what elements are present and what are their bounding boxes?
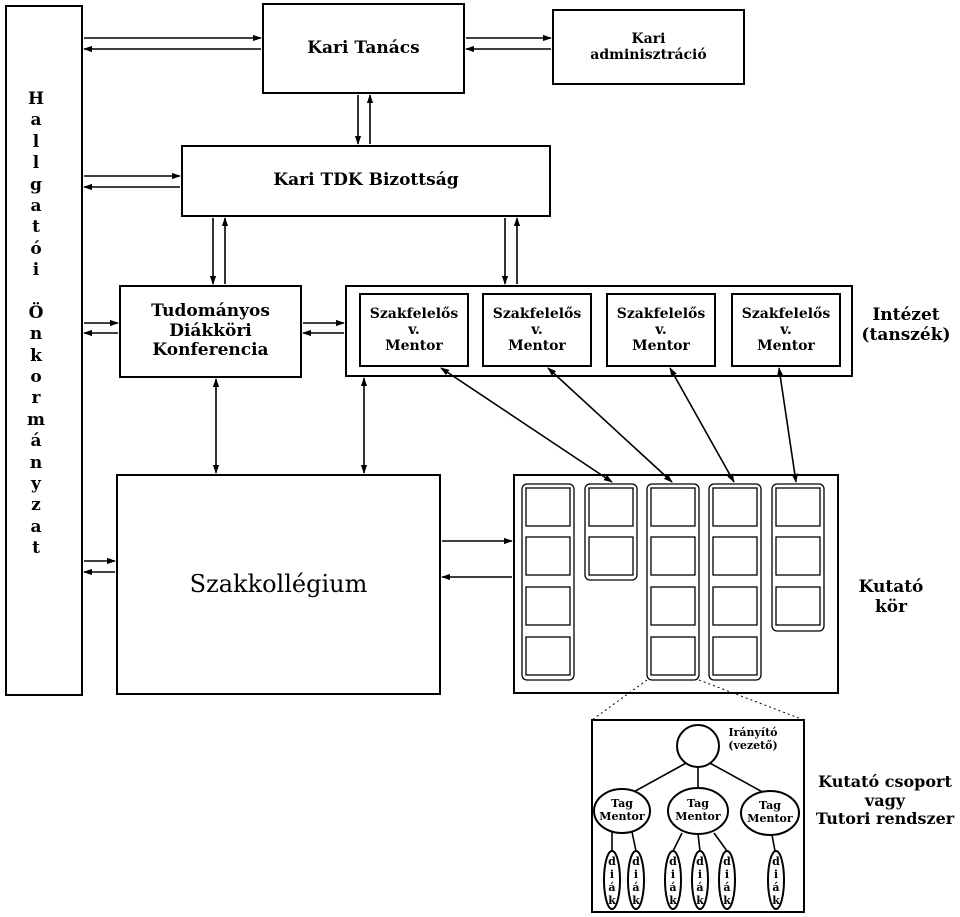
research-cell [650,636,696,676]
self-government-letter: i [32,260,40,281]
research-cell [525,636,571,676]
self-government-letter [26,282,46,303]
mentor-box-4 [731,293,841,367]
administration-box [552,9,745,85]
mentor-label-2: Szakfelelős v. Mentor [492,305,582,355]
research-cell [712,487,758,527]
student-node [664,850,682,910]
mentor-label-4: Szakfelelős v. Mentor [741,305,831,355]
research-cell [775,536,821,576]
self-government-letter: y [31,474,41,495]
self-government-letter: z [31,495,41,516]
self-government-box [5,5,83,696]
research-cell [525,536,571,576]
self-government-letter: k [30,345,42,366]
tag-mentor-label-2: Tag Mentor [675,797,721,823]
tdk-committee-label: Kari TDK Bizottság [273,170,459,191]
mentor-box-1 [359,293,469,367]
research-cell [775,586,821,626]
director-label: Irányító (vezető) [728,726,778,752]
self-government-letter: á [30,431,42,452]
research-cell [650,487,696,527]
zoom-line-right [698,679,805,721]
administration-label: Kari adminisztráció [590,30,707,63]
mentor-label-1: Szakfelelős v. Mentor [369,305,459,355]
research-group-label: Kutató csoport vagy Tutori rendszer [815,772,955,829]
director-node [676,724,720,768]
research-cell [525,586,571,626]
research-cell [650,536,696,576]
council-label: Kari Tanács [307,37,420,58]
research-column [521,483,575,681]
self-government-letter: ó [30,238,42,259]
mentor-box-3 [606,293,716,367]
student-node [691,850,709,910]
research-cell [588,487,634,527]
self-government-letter: l [32,131,40,152]
student-node [767,850,785,910]
tutor-tree [593,724,800,910]
conference-box [119,285,302,378]
self-government-letter: H [27,89,45,109]
tdk-committee-box [181,145,551,217]
research-cell [712,586,758,626]
self-government-letter: o [30,367,42,388]
zoom-line-left [591,679,648,721]
tag-mentor-node [593,788,651,834]
student-node [603,850,621,910]
mentor-box-2 [482,293,592,367]
research-cell [588,536,634,576]
conference-label: Tudományos Diákköri Konferencia [151,301,270,361]
self-government-letter: n [29,452,43,473]
research-cell [712,636,758,676]
self-government-letter: m [27,409,45,430]
self-government-letter: a [30,110,42,131]
connectors [83,34,798,581]
tag-mentor-node [667,787,729,835]
research-cell [525,487,571,527]
institute-label: Intézet (tanszék) [861,305,951,345]
tag-mentor-label-3: Tag Mentor [747,799,793,825]
tag-mentor-node [740,790,800,836]
student-node [627,850,645,910]
research-columns [521,483,825,681]
self-government-letter: l [32,153,40,174]
self-government-letter: n [29,324,43,345]
research-circle-label: Kutató kör [858,577,924,617]
self-government-letter: a [30,516,42,537]
student-node [718,850,736,910]
research-column [708,483,762,681]
tag-mentor-label-1: Tag Mentor [599,797,645,823]
self-government-letter: g [30,174,42,195]
mentor-label-3: Szakfelelős v. Mentor [616,305,706,355]
self-government-letter: t [32,217,40,238]
research-cell [775,487,821,527]
self-government-letter: Ö [28,302,44,323]
research-cell [650,586,696,626]
self-government-letter: r [31,388,41,409]
council-box [262,3,465,94]
self-government-letter: t [32,538,40,559]
research-column [646,483,700,681]
college-label: Szakkollégium [189,569,368,598]
self-government-letter: a [30,195,42,216]
research-cell [712,536,758,576]
college-box [116,474,441,695]
